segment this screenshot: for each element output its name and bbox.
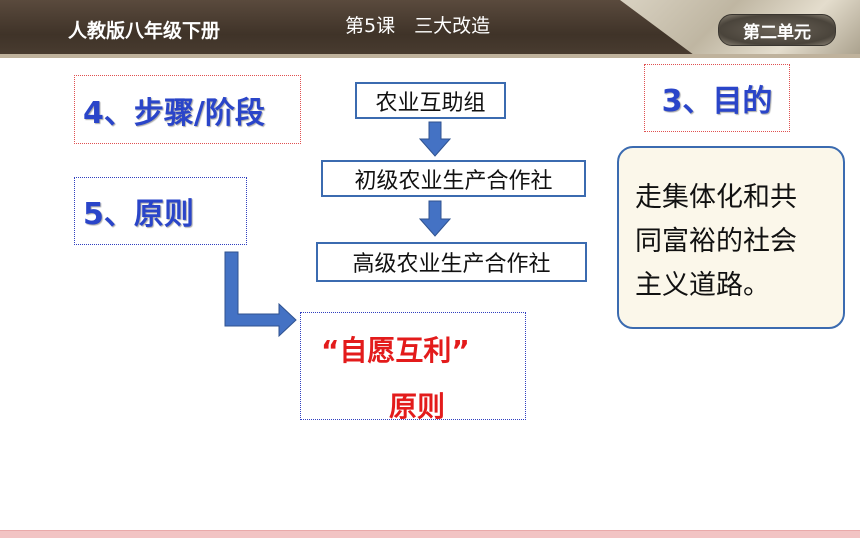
book-title: 人教版八年级下册	[68, 20, 221, 42]
purpose-line: 同富裕的社会	[635, 226, 797, 257]
header-divider	[0, 54, 860, 58]
footer-stripe	[0, 530, 860, 538]
principle-result-box: “自愿互利” 原则	[300, 312, 526, 423]
principle-quote: “自愿互利”	[321, 334, 470, 367]
lesson-title: 第5课 三大改造	[345, 15, 491, 37]
purpose-label: 3、目的	[644, 64, 790, 132]
header-bar: 人教版八年级下册 第5课 三大改造 第二单元	[0, 0, 860, 58]
flow-step-mutual-aid-group: 农业互助组	[355, 82, 506, 119]
purpose-line: 主义道路。	[635, 270, 770, 301]
principle-word: 原则	[389, 390, 446, 423]
down-arrow-icon	[418, 200, 452, 237]
unit-badge[interactable]: 第二单元	[718, 14, 836, 46]
steps-label: 4、步骤/阶段	[74, 75, 301, 144]
purpose-description: 走集体化和共 同富裕的社会 主义道路。	[617, 146, 845, 329]
flow-step-advanced-cooperative: 高级农业生产合作社	[316, 242, 587, 282]
purpose-line: 走集体化和共	[635, 182, 797, 213]
down-arrow-icon	[418, 121, 452, 157]
bent-arrow-icon	[224, 251, 297, 338]
flow-step-primary-cooperative: 初级农业生产合作社	[321, 160, 586, 197]
principle-label: 5、原则	[74, 177, 247, 245]
